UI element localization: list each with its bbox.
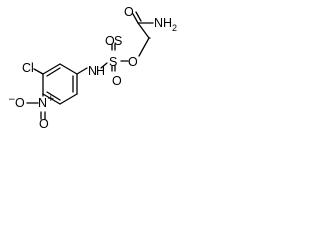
bond-o-ester-to-ch2 xyxy=(138,37,150,57)
atom-nitro-oxygen-left: O xyxy=(15,96,25,110)
atom-amide-hydrogen: H xyxy=(163,16,172,30)
atom-nitro-oxygen-charge: − xyxy=(8,95,16,105)
atom-ester-oxygen: O xyxy=(128,55,138,69)
atom-sulfonamide-hydrogen: H xyxy=(96,64,105,78)
bond-ring-to-nh xyxy=(76,67,88,75)
atom-nitro-nitrogen: N xyxy=(38,96,47,110)
bond-ring-1-inner xyxy=(46,67,61,77)
bonds xyxy=(26,11,154,120)
atom-carbonyl-oxygen: O xyxy=(124,5,134,19)
bond-ring-4 xyxy=(59,93,78,105)
bond-ring-2 xyxy=(59,63,78,75)
atom-top-sulfur: S xyxy=(114,34,122,48)
bond-ring-to-cl xyxy=(33,68,44,75)
bond-ch2-to-carbonyl-c xyxy=(137,22,150,39)
bond-c-to-carbonyl-o-1 xyxy=(132,13,139,24)
bond-ring-1 xyxy=(42,63,61,75)
atom-nitro-nitrogen-charge: + xyxy=(47,94,55,104)
atom-nitro-oxygen-bottom: O xyxy=(39,117,49,131)
atom-amide-hydrogen-count: 2 xyxy=(172,23,177,33)
bond-c-to-carbonyl-o-2 xyxy=(135,11,142,22)
atom-labels: O N H 2 O S O S N H O Cl O − N + O xyxy=(8,5,177,131)
chemical-structure: O N H 2 O S O S N H O Cl O − N + O xyxy=(8,5,177,131)
atom-amide-nitrogen: N xyxy=(154,16,163,30)
atom-chlorine: Cl xyxy=(22,61,34,75)
atom-sulfur: S xyxy=(109,55,117,69)
atom-bottom-sulfonyl-oxygen: O xyxy=(112,74,122,88)
bond-nh-to-s xyxy=(100,62,108,69)
atom-sulfonamide-nitrogen: N xyxy=(88,64,97,78)
atom-top-sulfonyl-oxygen: O xyxy=(105,34,115,48)
bond-ring-5-inner xyxy=(46,91,61,101)
bond-ring-5 xyxy=(42,93,61,105)
